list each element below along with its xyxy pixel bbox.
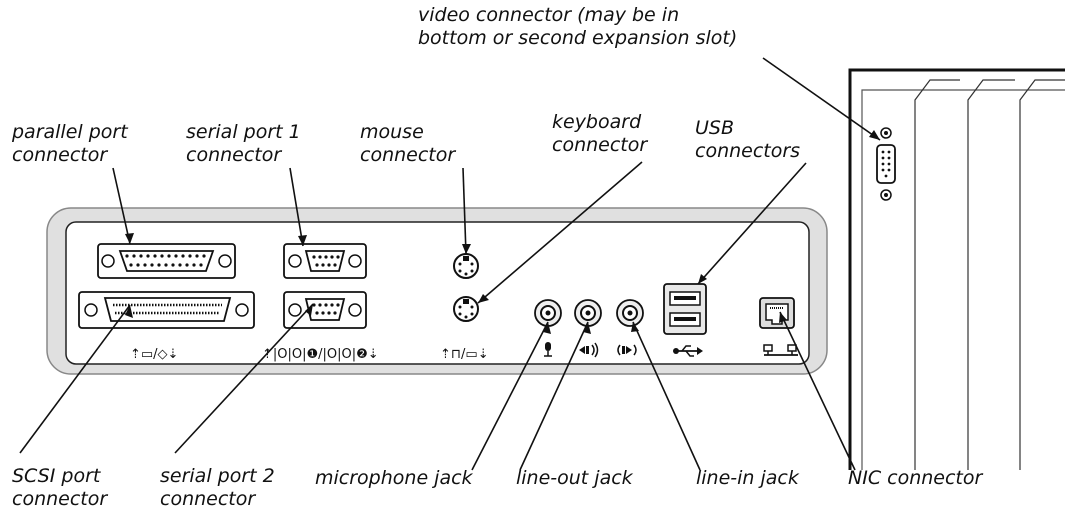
line-in-jack-label: line-in jack (696, 467, 799, 489)
microphone-icon (544, 342, 552, 357)
parallel-scsi-symbol: ⇡▭/◇⇣ (130, 347, 178, 362)
mouse-keyboard-symbol: ⇡⊓/▭⇣ (440, 347, 489, 362)
serial-symbol: ⇡|O|O|❶/|O|O|❷⇣ (262, 347, 379, 362)
scsi-port-label: SCSI port connector (12, 465, 108, 510)
line-in-icon (617, 344, 637, 356)
expansion-slot-panel (848, 68, 1065, 470)
line-out-jack (574, 299, 602, 327)
serial-port-1-label: serial port 1 connector (186, 121, 301, 166)
nic-connector (759, 297, 795, 329)
network-icon (763, 344, 798, 356)
video-connector-label: video connector (may be in bottom or sec… (418, 4, 738, 49)
serial-port-1 (283, 243, 367, 279)
parallel-port-label: parallel port connector (12, 121, 128, 166)
parallel-port (97, 243, 236, 279)
mouse-port (453, 253, 479, 279)
keyboard-port (453, 296, 479, 322)
scsi-port (78, 291, 255, 329)
video-connector (876, 127, 896, 201)
nic-connector-label: NIC connector (848, 467, 983, 489)
line-out-icon (579, 342, 599, 358)
serial-port-2 (283, 291, 367, 329)
usb-connectors (663, 283, 707, 335)
leader-arrowheads (125, 130, 880, 334)
keyboard-connector-label: keyboard connector (552, 111, 648, 156)
mouse-connector-label: mouse connector (360, 121, 456, 166)
line-out-jack-label: line-out jack (516, 467, 633, 489)
usb-connectors-label: USB connectors (695, 117, 801, 162)
line-in-jack (616, 299, 644, 327)
microphone-jack-label: microphone jack (315, 467, 473, 489)
leader-lines (19, 57, 881, 471)
usb-icon (673, 345, 703, 357)
serial-port-2-label: serial port 2 connector (160, 465, 275, 510)
